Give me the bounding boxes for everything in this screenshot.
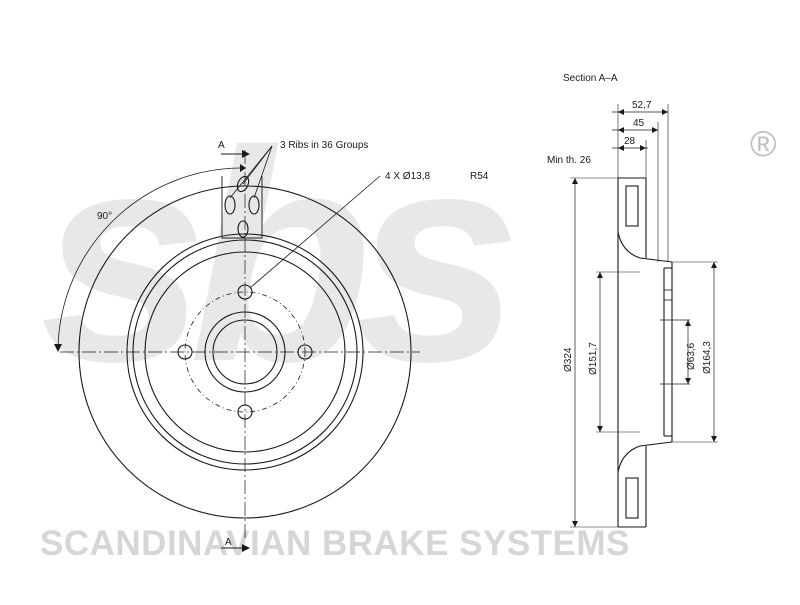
watermark: sbs SCANDINAVIAN BRAKE SYSTEMS ® bbox=[40, 88, 777, 563]
hat-diameter-label: Ø151,7 bbox=[588, 342, 599, 375]
min-thickness-label: Min th. 26 bbox=[547, 155, 591, 166]
arrow-hat-top bbox=[597, 272, 603, 278]
dimension-arrowheads bbox=[572, 109, 717, 527]
dim-mid-label: 45 bbox=[633, 118, 645, 129]
angle-label: 90° bbox=[97, 211, 112, 222]
watermark-logo: sbs bbox=[40, 88, 513, 424]
ribs-leader-2 bbox=[253, 145, 273, 199]
arrow-od-top bbox=[572, 178, 578, 184]
arrow-mid-right bbox=[652, 127, 658, 133]
arrow-mid-left bbox=[618, 127, 624, 133]
arrow-thick-left bbox=[618, 145, 624, 151]
section-view bbox=[570, 104, 718, 528]
angle-arrowhead-top bbox=[240, 164, 246, 172]
arrow-overall-left bbox=[618, 109, 624, 115]
holes-note: 4 X Ø13,8 bbox=[385, 171, 430, 182]
front-view bbox=[54, 145, 420, 552]
rib-cutaway-region bbox=[221, 176, 263, 239]
ribs-note: 3 Ribs in 36 Groups bbox=[280, 140, 368, 151]
center-bore-label: Ø63,6 bbox=[686, 342, 697, 370]
dim-overall-label: 52,7 bbox=[632, 100, 652, 111]
vent-channel-lower bbox=[625, 477, 639, 519]
angle-arc bbox=[57, 167, 241, 351]
rib-slot-3 bbox=[248, 195, 260, 215]
rib-slot-1 bbox=[236, 175, 250, 193]
ribs-leader-3 bbox=[229, 145, 273, 199]
section-marker-top-label: A bbox=[218, 140, 225, 151]
rib-slot-2 bbox=[224, 195, 236, 215]
section-marker-bottom-label: A bbox=[225, 537, 232, 548]
section-arrowhead-top bbox=[242, 150, 250, 158]
arrow-od-bottom bbox=[572, 521, 578, 527]
section-arrowhead-bottom bbox=[242, 544, 250, 552]
flange-diameter-label: Ø164,3 bbox=[702, 341, 713, 374]
arrow-bore-top bbox=[685, 320, 691, 326]
vent-channel-upper bbox=[625, 185, 639, 227]
arrow-bore-bottom bbox=[685, 378, 691, 384]
arrow-thick-right bbox=[640, 145, 646, 151]
angle-arrowhead-left bbox=[54, 344, 62, 352]
arrow-flange-top bbox=[711, 262, 717, 268]
section-title: Section A–A bbox=[563, 73, 618, 84]
dim-thickness-label: 28 bbox=[624, 136, 636, 147]
arrow-flange-bottom bbox=[711, 436, 717, 442]
holes-leader bbox=[249, 175, 381, 289]
arrow-overall-right bbox=[662, 109, 668, 115]
hat-neck-upper bbox=[617, 231, 673, 263]
watermark-tagline: SCANDINAVIAN BRAKE SYSTEMS bbox=[40, 524, 630, 563]
arrow-hat-bottom bbox=[597, 426, 603, 432]
hat-neck-lower bbox=[617, 441, 673, 473]
radius-note: R54 bbox=[470, 171, 489, 182]
registered-mark: ® bbox=[750, 123, 777, 164]
outer-diameter-label: Ø324 bbox=[563, 347, 574, 372]
rib-slot-4 bbox=[237, 220, 249, 238]
